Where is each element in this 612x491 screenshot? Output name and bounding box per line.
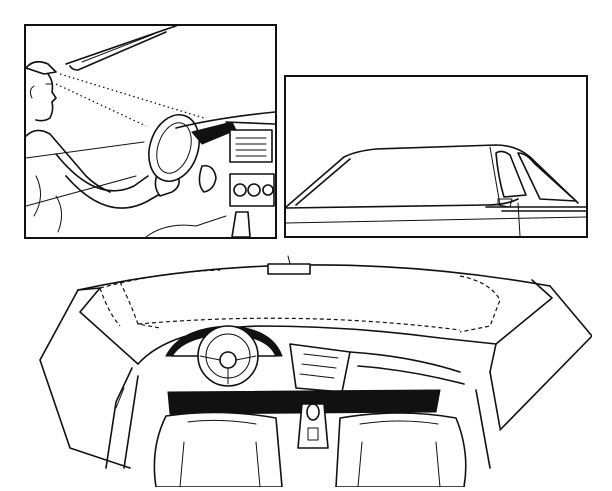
passenger-dash-trim	[349, 351, 465, 385]
gear-knob	[306, 403, 320, 421]
dashboard-top-edge	[137, 325, 497, 373]
right-door-trim	[475, 371, 501, 469]
gear-shifter	[231, 211, 251, 237]
windshield-boundary-lower	[137, 317, 461, 331]
driver-ear	[29, 85, 35, 99]
climate-knob-left	[233, 183, 247, 197]
driver-arm	[55, 153, 161, 209]
hood-line	[286, 198, 519, 209]
left-door-trim	[105, 367, 139, 469]
lower-dash	[145, 215, 227, 237]
steering-spokes	[199, 355, 257, 385]
a-pillar	[489, 146, 501, 206]
left-window-frame	[39, 289, 131, 469]
driver-face	[35, 73, 57, 122]
mirror	[497, 198, 513, 208]
shirt-folds	[33, 175, 62, 233]
front-side-window	[495, 150, 527, 198]
interior-illustration	[39, 255, 592, 487]
climate-panel	[229, 173, 275, 207]
body-beltline	[485, 206, 586, 212]
left-door-handle	[115, 387, 125, 409]
car-illustration	[286, 144, 586, 236]
steering-wheel-rim	[197, 325, 259, 387]
driver-cap	[26, 60, 57, 75]
sightline-lower	[55, 83, 147, 127]
gear-gate	[307, 427, 319, 441]
dashboard-top	[175, 111, 275, 129]
driver-hand-right	[198, 164, 217, 193]
right-a-pillar	[495, 279, 553, 345]
body-crease	[286, 216, 586, 224]
driver-illustration	[26, 26, 275, 237]
driver-seat	[153, 411, 283, 487]
rear-side-window	[517, 152, 577, 202]
climate-knob-right	[262, 184, 274, 196]
mirror-stem	[287, 255, 291, 265]
lower-dash-shadow	[167, 389, 441, 415]
car-side-view-panel	[284, 75, 588, 238]
left-a-pillar	[77, 287, 139, 365]
climate-knob-middle	[247, 183, 261, 197]
roofline	[286, 144, 579, 208]
gear-shifter	[297, 403, 329, 449]
interior-view-panel	[20, 252, 592, 487]
right-window-frame	[499, 285, 592, 431]
center-stack	[289, 343, 351, 393]
rearview-mirror	[267, 263, 311, 275]
driver-seat-stitch	[179, 419, 261, 487]
driver-view-panel	[24, 24, 277, 239]
windshield-edge	[26, 141, 145, 159]
driver-torso	[26, 129, 111, 193]
passenger-seat-stitch	[357, 420, 441, 487]
visor-mirror-edge	[81, 33, 155, 63]
windshield-inner	[295, 158, 351, 206]
center-stack-vents	[299, 353, 339, 379]
door-gap	[517, 202, 521, 236]
passenger-seat	[335, 412, 467, 487]
center-console-upper	[229, 129, 273, 163]
sun-visor	[65, 26, 177, 71]
console-vents	[235, 137, 267, 157]
steering-wheel-inner	[156, 122, 192, 174]
steering-wheel-rim	[148, 114, 200, 182]
